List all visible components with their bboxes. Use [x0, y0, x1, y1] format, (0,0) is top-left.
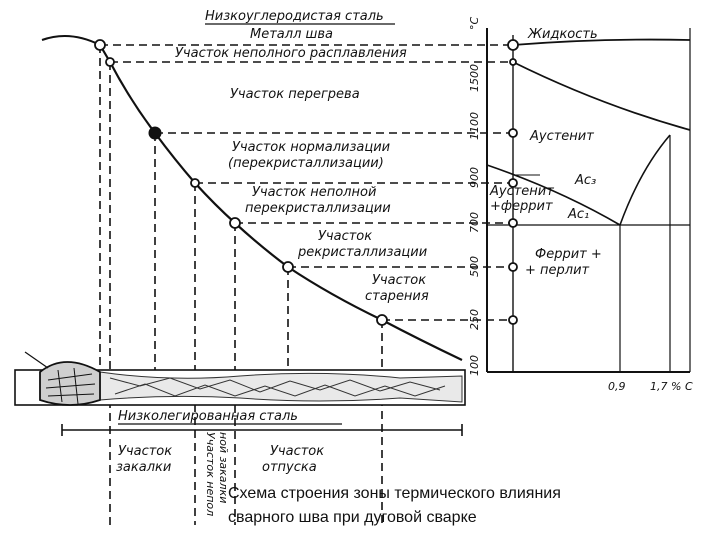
phase-austenite-ferrite-2: +феррит — [490, 199, 553, 214]
label-quench-2: закалки — [116, 460, 171, 475]
y-tick-1100: 1100 — [468, 112, 481, 140]
weld-hatch — [45, 367, 96, 405]
label-incomplete-quench-2: ной закалки — [217, 432, 230, 503]
x-tick-1-7: 1,7 % C — [650, 380, 693, 393]
y-tick-100: 100 — [468, 355, 481, 376]
label-weld-metal: Металл шва — [250, 27, 333, 42]
point-normalization — [190, 178, 200, 188]
y-tick-250: 250 — [468, 309, 481, 330]
label-incomplete-fusion: Участок неполного расплавления — [175, 46, 407, 61]
solidus — [512, 61, 691, 131]
label-quench-1: Участок — [118, 444, 172, 459]
y-tick-700: 700 — [468, 212, 481, 233]
point-temper — [376, 314, 388, 326]
weld-pool-edge — [41, 35, 101, 46]
label-normalization-1: Участок нормализации — [232, 140, 390, 155]
phase-austenite: Аустенит — [529, 129, 594, 144]
phase-point-250 — [508, 315, 518, 325]
label-incomplete-recryst-2: перекристаллизации — [245, 201, 391, 216]
label-aging-1: Участок — [372, 273, 426, 288]
grain-texture-2 — [114, 383, 446, 397]
x-tick-0-9: 0,9 — [608, 380, 626, 393]
phase-liquid: Жидкость — [527, 27, 598, 42]
phase-point-liquid — [507, 39, 519, 51]
caption-line-1: Схема строения зоны термического влияния — [228, 485, 561, 502]
acm-line — [619, 134, 671, 226]
phase-point-500 — [508, 262, 518, 272]
ac3-line — [486, 164, 621, 226]
point-aging — [282, 261, 294, 273]
phase-ac3: Ac₃ — [574, 173, 596, 188]
label-temper-1: Участок — [270, 444, 324, 459]
y-tick-500: 500 — [468, 256, 481, 277]
weld-bead — [39, 361, 101, 406]
y-axis-unit: °C — [468, 17, 481, 31]
phase-ac1: Ac₁ — [567, 207, 589, 222]
label-low-alloy: Низколегированная сталь — [118, 409, 298, 424]
label-incomplete-recryst-1: Участок неполной — [252, 185, 376, 200]
point-recryst — [229, 217, 241, 229]
phase-ferrite-pearlite-2: + перлит — [525, 263, 590, 278]
grain-texture-1 — [109, 377, 441, 393]
heat-affected-zone — [99, 371, 463, 403]
y-tick-1500: 1500 — [468, 64, 481, 92]
phase-point-1100 — [508, 128, 518, 138]
label-temper-2: отпуска — [262, 460, 317, 475]
liquidus — [512, 38, 691, 46]
point-overheat — [148, 126, 162, 140]
point-fusion — [105, 57, 115, 67]
phase-point-700 — [508, 218, 518, 228]
phase-ferrite-pearlite-1: Феррит + — [535, 247, 602, 262]
label-recryst-1: Участок — [318, 229, 372, 244]
phase-austenite-ferrite-1: Аустенит — [489, 184, 554, 199]
label-normalization-2: (перекристаллизации) — [228, 156, 384, 171]
phase-point-900 — [508, 178, 518, 188]
point-weld — [94, 39, 106, 51]
caption-line-2: сварного шва при дуговой сварке — [228, 509, 477, 526]
label-incomplete-quench-1: Участок непол — [204, 432, 217, 516]
phase-point-1500 — [509, 58, 517, 66]
label-low-carbon: Низкоуглеродистая сталь — [205, 9, 384, 24]
label-recryst-2: рекристаллизации — [297, 245, 427, 260]
y-tick-900: 900 — [468, 167, 481, 188]
label-overheat: Участок перегрева — [230, 87, 360, 102]
weld-pointer — [24, 351, 49, 369]
label-aging-2: старения — [365, 289, 429, 304]
